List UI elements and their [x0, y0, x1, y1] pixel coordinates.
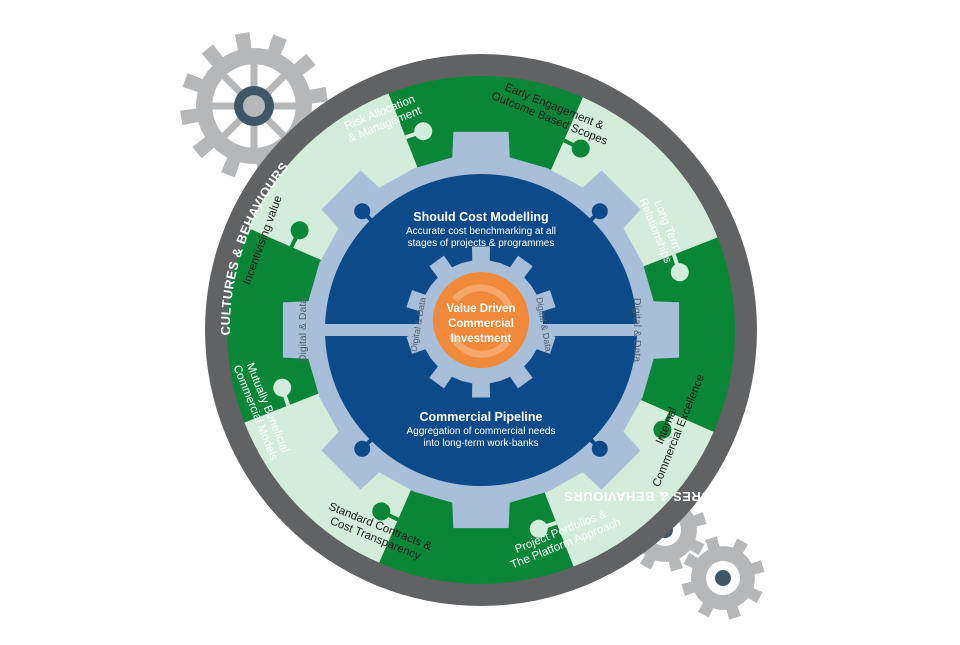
core-label-line-2: Commercial [448, 318, 514, 330]
connector-dot [591, 203, 608, 220]
should-cost-desc-line-2: stages of projects & programmes [408, 238, 555, 249]
blue-connector-dots [354, 203, 608, 457]
puzzle-knob [290, 221, 309, 240]
puzzle-knob [653, 420, 672, 439]
decorative-gear-bottom-right-2-icon [681, 536, 765, 620]
puzzle-knob [414, 122, 433, 141]
gear-label-right: Digital & Data [631, 298, 643, 362]
cycle-arrows-icon [448, 284, 514, 358]
should-cost-modelling-title: Should Cost Modelling [413, 210, 548, 224]
puzzle-knob [372, 502, 391, 521]
outer-ring-label-bottom: CULTURES & BEHAVIOURS [564, 489, 747, 504]
connector-dot [354, 440, 371, 457]
segment-2 [627, 237, 735, 432]
segment-4 [379, 476, 574, 584]
core-label-line-3: Investment [451, 333, 512, 345]
segment-1 [545, 97, 718, 272]
decorative-gear-top-left-icon [180, 32, 328, 180]
gear-label-left: Digital & Data [297, 298, 309, 362]
commercial-pipeline-title: Commercial Pipeline [420, 410, 543, 424]
commercial-pipeline-desc-line-1: Aggregation of commercial needs [407, 426, 556, 437]
segment-5 [244, 388, 417, 563]
puzzle-knob [529, 519, 548, 538]
segment-3 [539, 394, 714, 567]
connector-dot [354, 203, 371, 220]
commercial-pipeline-desc-line-2: into long-term work-banks [423, 438, 538, 449]
segment-6 [227, 228, 335, 423]
puzzle-knob [273, 378, 292, 397]
segment-0 [388, 75, 583, 184]
connector-dot [591, 440, 608, 457]
core-label-line-1: Value Driven [446, 303, 515, 315]
puzzle-knob [571, 139, 590, 158]
puzzle-knob [670, 263, 689, 282]
segment-7 [248, 93, 423, 266]
should-cost-desc-line-1: Accurate cost benchmarking at all [406, 226, 556, 237]
segments-ring [227, 75, 735, 584]
